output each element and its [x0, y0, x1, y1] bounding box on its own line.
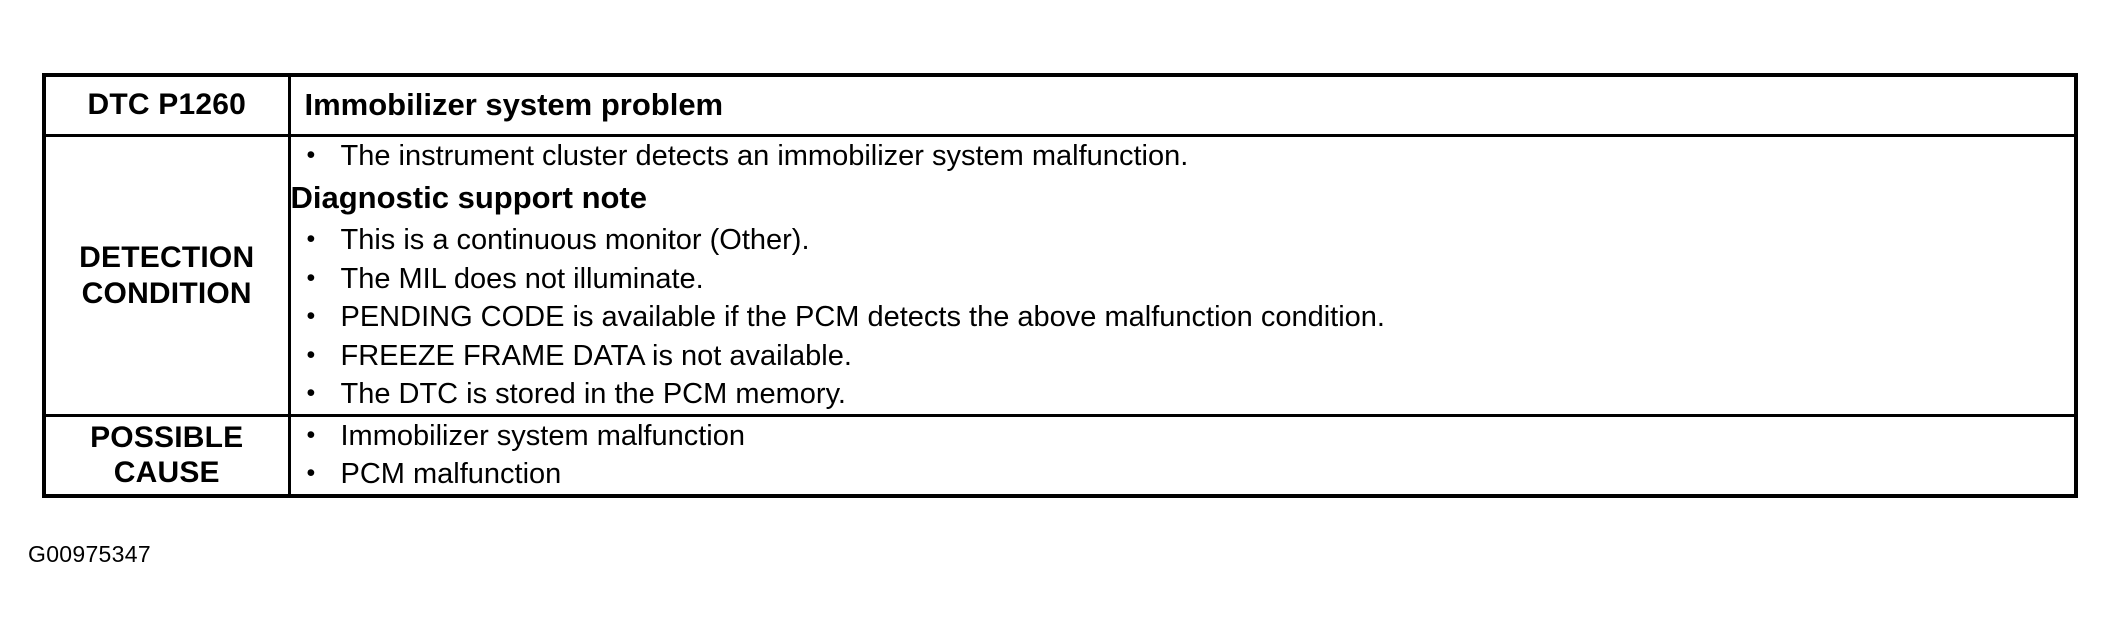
- list-item: • This is a continuous monitor (Other).: [291, 221, 2075, 260]
- table-row-possible-cause: POSSIBLE CAUSE • Immobilizer system malf…: [42, 413, 2078, 498]
- bullet-icon: •: [306, 420, 316, 449]
- detection-condition-value: • The instrument cluster detects an immo…: [287, 134, 2078, 417]
- list-item-text: The MIL does not illuminate.: [340, 262, 704, 295]
- bullet-icon: •: [306, 263, 316, 292]
- bullet-icon: •: [306, 340, 316, 369]
- list-item-text: FREEZE FRAME DATA is not available.: [340, 339, 852, 372]
- list-item: • PCM malfunction: [291, 455, 2075, 494]
- detection-intro-bullet-list: • The instrument cluster detects an immo…: [291, 137, 2075, 176]
- list-item: • The MIL does not illuminate.: [291, 260, 2075, 299]
- possible-cause-value: • Immobilizer system malfunction • PCM m…: [287, 413, 2078, 498]
- list-item: • The DTC is stored in the PCM memory.: [291, 375, 2075, 414]
- list-item-text: PENDING CODE is available if the PCM det…: [340, 301, 1385, 334]
- bullet-icon: •: [306, 225, 316, 254]
- bullet-icon: •: [306, 379, 316, 408]
- list-item-text: PCM malfunction: [340, 458, 562, 491]
- table-row-dtc-header: DTC P1260 Immobilizer system problem: [42, 73, 2078, 138]
- list-item: • PENDING CODE is available if the PCM d…: [291, 298, 2075, 337]
- list-item: • FREEZE FRAME DATA is not available.: [291, 337, 2075, 376]
- dtc-code-label: DTC P1260: [42, 73, 291, 138]
- detection-note-bullet-list: • This is a continuous monitor (Other). …: [291, 221, 2075, 414]
- detection-condition-label: DETECTION CONDITION: [42, 134, 291, 417]
- dtc-title-value: Immobilizer system problem: [287, 73, 2078, 138]
- list-item-text: The DTC is stored in the PCM memory.: [340, 378, 846, 411]
- bullet-icon: •: [306, 302, 316, 331]
- possible-cause-label: POSSIBLE CAUSE: [42, 413, 291, 498]
- bullet-icon: •: [306, 459, 316, 488]
- dtc-diagnostic-table: DTC P1260 Immobilizer system problem DET…: [42, 73, 2078, 498]
- list-item-text: The instrument cluster detects an immobi…: [340, 140, 1189, 173]
- figure-id-caption: G00975347: [28, 541, 151, 567]
- list-item: • Immobilizer system malfunction: [291, 417, 2075, 456]
- table-row-detection-condition: DETECTION CONDITION • The instrument clu…: [42, 134, 2078, 417]
- list-item: • The instrument cluster detects an immo…: [291, 137, 2075, 176]
- possible-cause-bullet-list: • Immobilizer system malfunction • PCM m…: [291, 417, 2075, 494]
- list-item-text: Immobilizer system malfunction: [340, 419, 746, 452]
- list-item-text: This is a continuous monitor (Other).: [340, 224, 810, 257]
- bullet-icon: •: [306, 141, 316, 170]
- diagnostic-support-note-heading: Diagnostic support note: [290, 179, 648, 215]
